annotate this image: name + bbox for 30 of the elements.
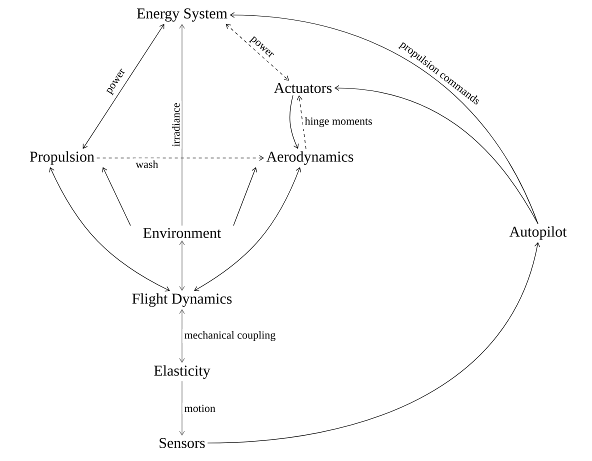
arrow — [296, 95, 306, 150]
node-label: Actuators — [274, 82, 332, 94]
arrow — [290, 95, 299, 149]
arrow — [179, 309, 185, 363]
arrow — [334, 85, 538, 224]
arrow — [207, 242, 540, 444]
edge-label: mechanical coupling — [182, 329, 278, 343]
arrow — [179, 24, 185, 226]
arrow — [194, 167, 302, 292]
arrow — [49, 167, 170, 292]
edge-label: hinge moments — [302, 115, 374, 130]
node-label: Flight Dynamics — [132, 293, 232, 307]
node-label: Autopilot — [509, 226, 567, 240]
arrow — [102, 167, 131, 226]
arrow — [230, 12, 538, 224]
node-label: Elasticity — [154, 365, 210, 379]
arrow — [82, 24, 164, 149]
edge-label: wash — [134, 158, 160, 170]
arrow — [226, 24, 289, 81]
node-label: Aerodynamics — [266, 151, 354, 165]
arrow — [233, 167, 257, 226]
node-label: Sensors — [160, 438, 205, 448]
arrow — [179, 240, 185, 291]
node-label: Environment — [143, 228, 222, 238]
arrow — [96, 155, 264, 161]
node-label: Propulsion — [30, 151, 94, 165]
edge-label: motion — [182, 402, 218, 414]
node-label: Energy System — [136, 8, 228, 22]
edge-label: irradiance — [170, 100, 182, 149]
arrow — [179, 380, 185, 436]
